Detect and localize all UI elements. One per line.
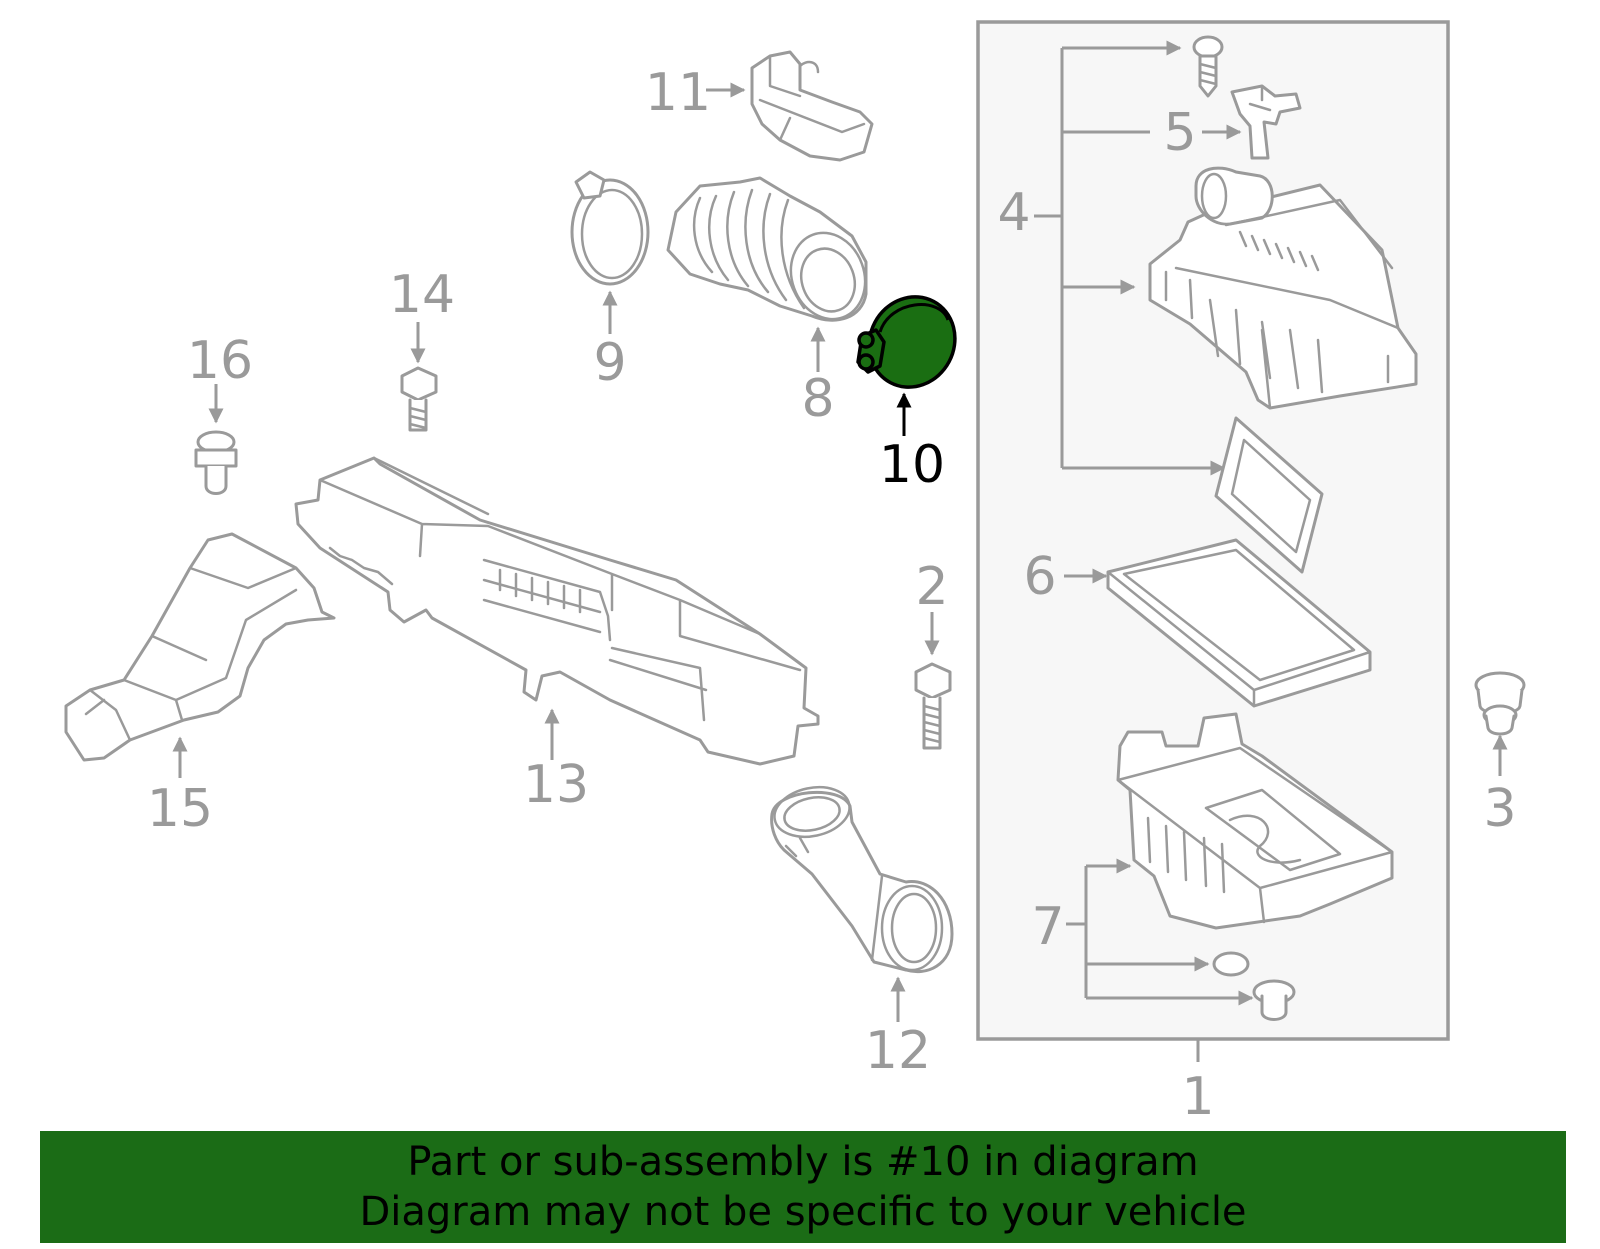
part-7-clip [1252,979,1296,1021]
part-16-clip [194,430,238,495]
callout-label-11: 11 [645,63,711,123]
callout-label-10: 10 [879,435,945,495]
part-7-grommet [1212,951,1250,977]
part-9-clamp [570,170,650,286]
callout-label-5: 5 [1163,103,1196,163]
callout-7-leaders [1066,858,1254,1006]
part-12-elbow-duct [770,785,954,974]
part-15-duct [64,532,336,762]
callout-4-leaders [1034,40,1226,476]
part-13-duct [294,456,820,766]
banner-line-2: Diagram may not be specific to your vehi… [359,1189,1247,1235]
banner-line-1: Part or sub-assembly is #10 in diagram [407,1139,1199,1185]
callout-label-7: 7 [1031,897,1064,957]
part-5-sensor [1230,84,1302,160]
part-7-lower-housing [1116,712,1394,930]
part-4-upper-housing [1148,166,1418,410]
callout-label-3: 3 [1483,779,1516,839]
callout-label-16: 16 [187,331,253,391]
part-14-bolt [400,366,438,432]
part-3-grommet [1474,671,1526,736]
screw-part [1192,35,1224,98]
callout-label-15: 15 [147,779,213,839]
part-2-bolt [914,662,952,750]
callout-label-14: 14 [389,265,455,325]
info-banner: Part or sub-assembly is #10 in diagram D… [40,1131,1566,1243]
callout-label-8: 8 [801,369,834,429]
part-10-clamp-highlighted [856,295,957,389]
part-11-component [750,50,874,162]
part-8-intake-hose [666,176,868,322]
part-6-filter [1106,538,1372,708]
callout-label-13: 13 [523,755,589,815]
part-4-filter-element [1214,416,1324,574]
callout-label-9: 9 [593,333,626,393]
callout-label-6: 6 [1023,547,1056,607]
callout-label-4: 4 [997,183,1030,243]
callout-label-1: 1 [1181,1067,1214,1127]
callout-label-2: 2 [915,557,948,617]
callout-label-12: 12 [865,1021,931,1081]
